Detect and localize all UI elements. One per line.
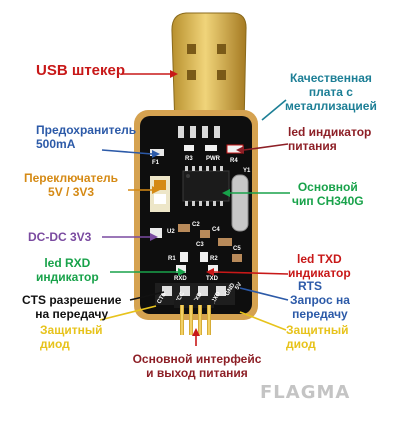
label-led-power-line2: питания xyxy=(288,139,337,153)
label-led-txd: led TXD индикатор xyxy=(288,252,351,280)
label-diode-left: Защитный диод xyxy=(40,323,102,351)
label-quality: Качественная плата с металлизацией xyxy=(285,71,377,113)
silk-pin-vcc: VCC xyxy=(175,290,187,305)
arrow-cts xyxy=(129,291,165,301)
silk-f1: F1 xyxy=(152,160,160,166)
silk-r3: R3 xyxy=(185,156,193,162)
arrow-fuse xyxy=(101,149,153,155)
silk-rxd: RXD xyxy=(174,276,187,282)
label-rts-request-line2: передачу xyxy=(292,307,348,321)
usb-connector xyxy=(171,12,247,129)
label-fuse-line2: 500mA xyxy=(36,137,76,151)
arrow-quality xyxy=(261,99,287,121)
label-diode-left-line2: диод xyxy=(40,337,70,351)
label-led-power: led индикатор питания xyxy=(288,125,371,153)
label-led-rxd-line1: led RXD xyxy=(44,256,91,270)
watermark-flagma: FLAGMA xyxy=(260,382,351,403)
silk-c3: C3 xyxy=(196,242,204,248)
label-diode-right-line1: Защитный xyxy=(286,323,349,337)
label-quality-line3: металлизацией xyxy=(285,99,377,113)
silk-u2: U2 xyxy=(167,229,175,235)
label-cts: CTS разрешение на передачу xyxy=(22,293,121,321)
leader-lines xyxy=(99,73,290,346)
label-led-rxd-line2: индикатор xyxy=(36,270,99,284)
label-quality-line2: плата с xyxy=(308,85,353,99)
silk-pin-cts: CTS xyxy=(157,292,168,305)
arrow-led-txd xyxy=(213,271,289,275)
arrow-diode-left xyxy=(99,305,157,321)
label-main-interface-line1: Основной интерфейс xyxy=(132,352,262,366)
silk-txd: TXD xyxy=(206,276,219,282)
silk-pin-rxd: RXD xyxy=(211,290,223,305)
silk-r4: R4 xyxy=(230,158,238,164)
label-led-power-line1: led индикатор xyxy=(288,125,372,139)
label-dcdc: DC-DC 3V3 xyxy=(28,230,92,244)
label-chip: Основной чип CH340G xyxy=(292,180,364,208)
label-fuse-line1: Предохранитель xyxy=(36,123,137,137)
silk-r2: R2 xyxy=(210,256,218,262)
label-main-interface-line2: и выход питания xyxy=(146,366,248,380)
silkscreen: F1 R3 PWR R4 U2 C2 C4 C3 C5 Y1 R1 R2 RXD… xyxy=(152,156,251,305)
silk-pwr: PWR xyxy=(206,156,221,162)
label-usb: USB штекер xyxy=(36,62,126,79)
label-led-txd-line1: led TXD xyxy=(297,252,342,266)
label-quality-line1: Качественная xyxy=(289,71,372,85)
label-led-rxd: led RXD индикатор xyxy=(36,256,99,284)
arrow-rts xyxy=(239,287,289,301)
label-fuse: Предохранитель 500mA xyxy=(36,123,136,151)
silk-c2: C2 xyxy=(192,222,200,228)
label-rts-request-line1: Запрос на xyxy=(290,293,350,307)
arrow-heads xyxy=(150,70,244,336)
silk-r1: R1 xyxy=(168,256,176,262)
label-diode-right-line2: диод xyxy=(286,337,316,351)
label-cts-line2: на передачу xyxy=(35,307,109,321)
silk-pin-txd: TXD xyxy=(193,291,205,305)
label-rts-request: Запрос на передачу xyxy=(290,293,350,321)
silk-y1: Y1 xyxy=(243,168,251,174)
label-diode-right: Защитный диод xyxy=(286,323,348,351)
label-switch: Переключатель 5V / 3V3 xyxy=(24,171,118,199)
silk-c5: C5 xyxy=(233,246,241,252)
arrow-led-power xyxy=(243,143,289,151)
arrow-diode-right xyxy=(239,311,287,331)
label-chip-line2: чип CH340G xyxy=(292,194,364,208)
header-pins xyxy=(174,300,214,335)
label-main-interface: Основной интерфейс и выход питания xyxy=(118,352,276,380)
label-rts: RTS xyxy=(298,279,322,293)
label-switch-line2: 5V / 3V3 xyxy=(48,185,95,199)
label-led-txd-line2: индикатор xyxy=(288,266,351,280)
label-chip-line1: Основной xyxy=(297,180,358,194)
label-switch-line1: Переключатель xyxy=(24,171,119,185)
pcb-board xyxy=(134,110,258,320)
silk-pin-5v: 5V xyxy=(235,282,244,291)
label-cts-line1: CTS разрешение xyxy=(22,293,122,307)
label-diode-left-line1: Защитный xyxy=(40,323,103,337)
silk-c4: C4 xyxy=(212,227,220,233)
